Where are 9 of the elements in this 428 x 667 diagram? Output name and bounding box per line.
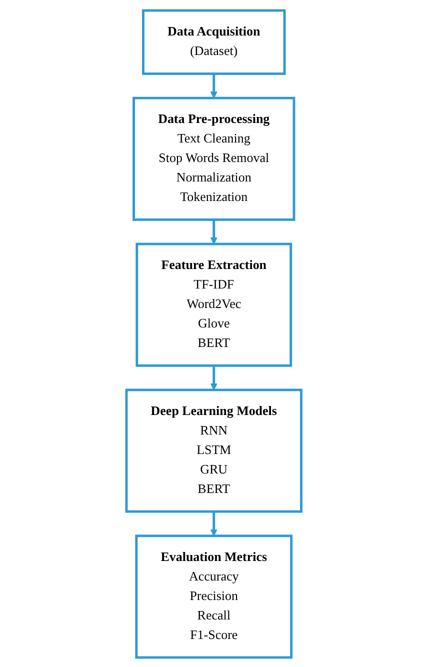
node-box: Deep Learning Models RNN LSTM GRU BERT [125,388,303,512]
arrow [210,73,218,98]
arrow [210,365,218,390]
node-box: Data Pre-processing Text Cleaning Stop Words Removal Normalization Tokenization [132,96,296,220]
node-box: Feature Extraction TF-IDF Word2Vec Glove BERT [136,242,292,366]
node-box: Data Acquisition (Dataset) [142,8,286,74]
node-box: Evaluation Metrics Accuracy Precision Recall F1-Score [135,534,293,658]
arrow [210,511,218,536]
arrow [210,219,218,244]
